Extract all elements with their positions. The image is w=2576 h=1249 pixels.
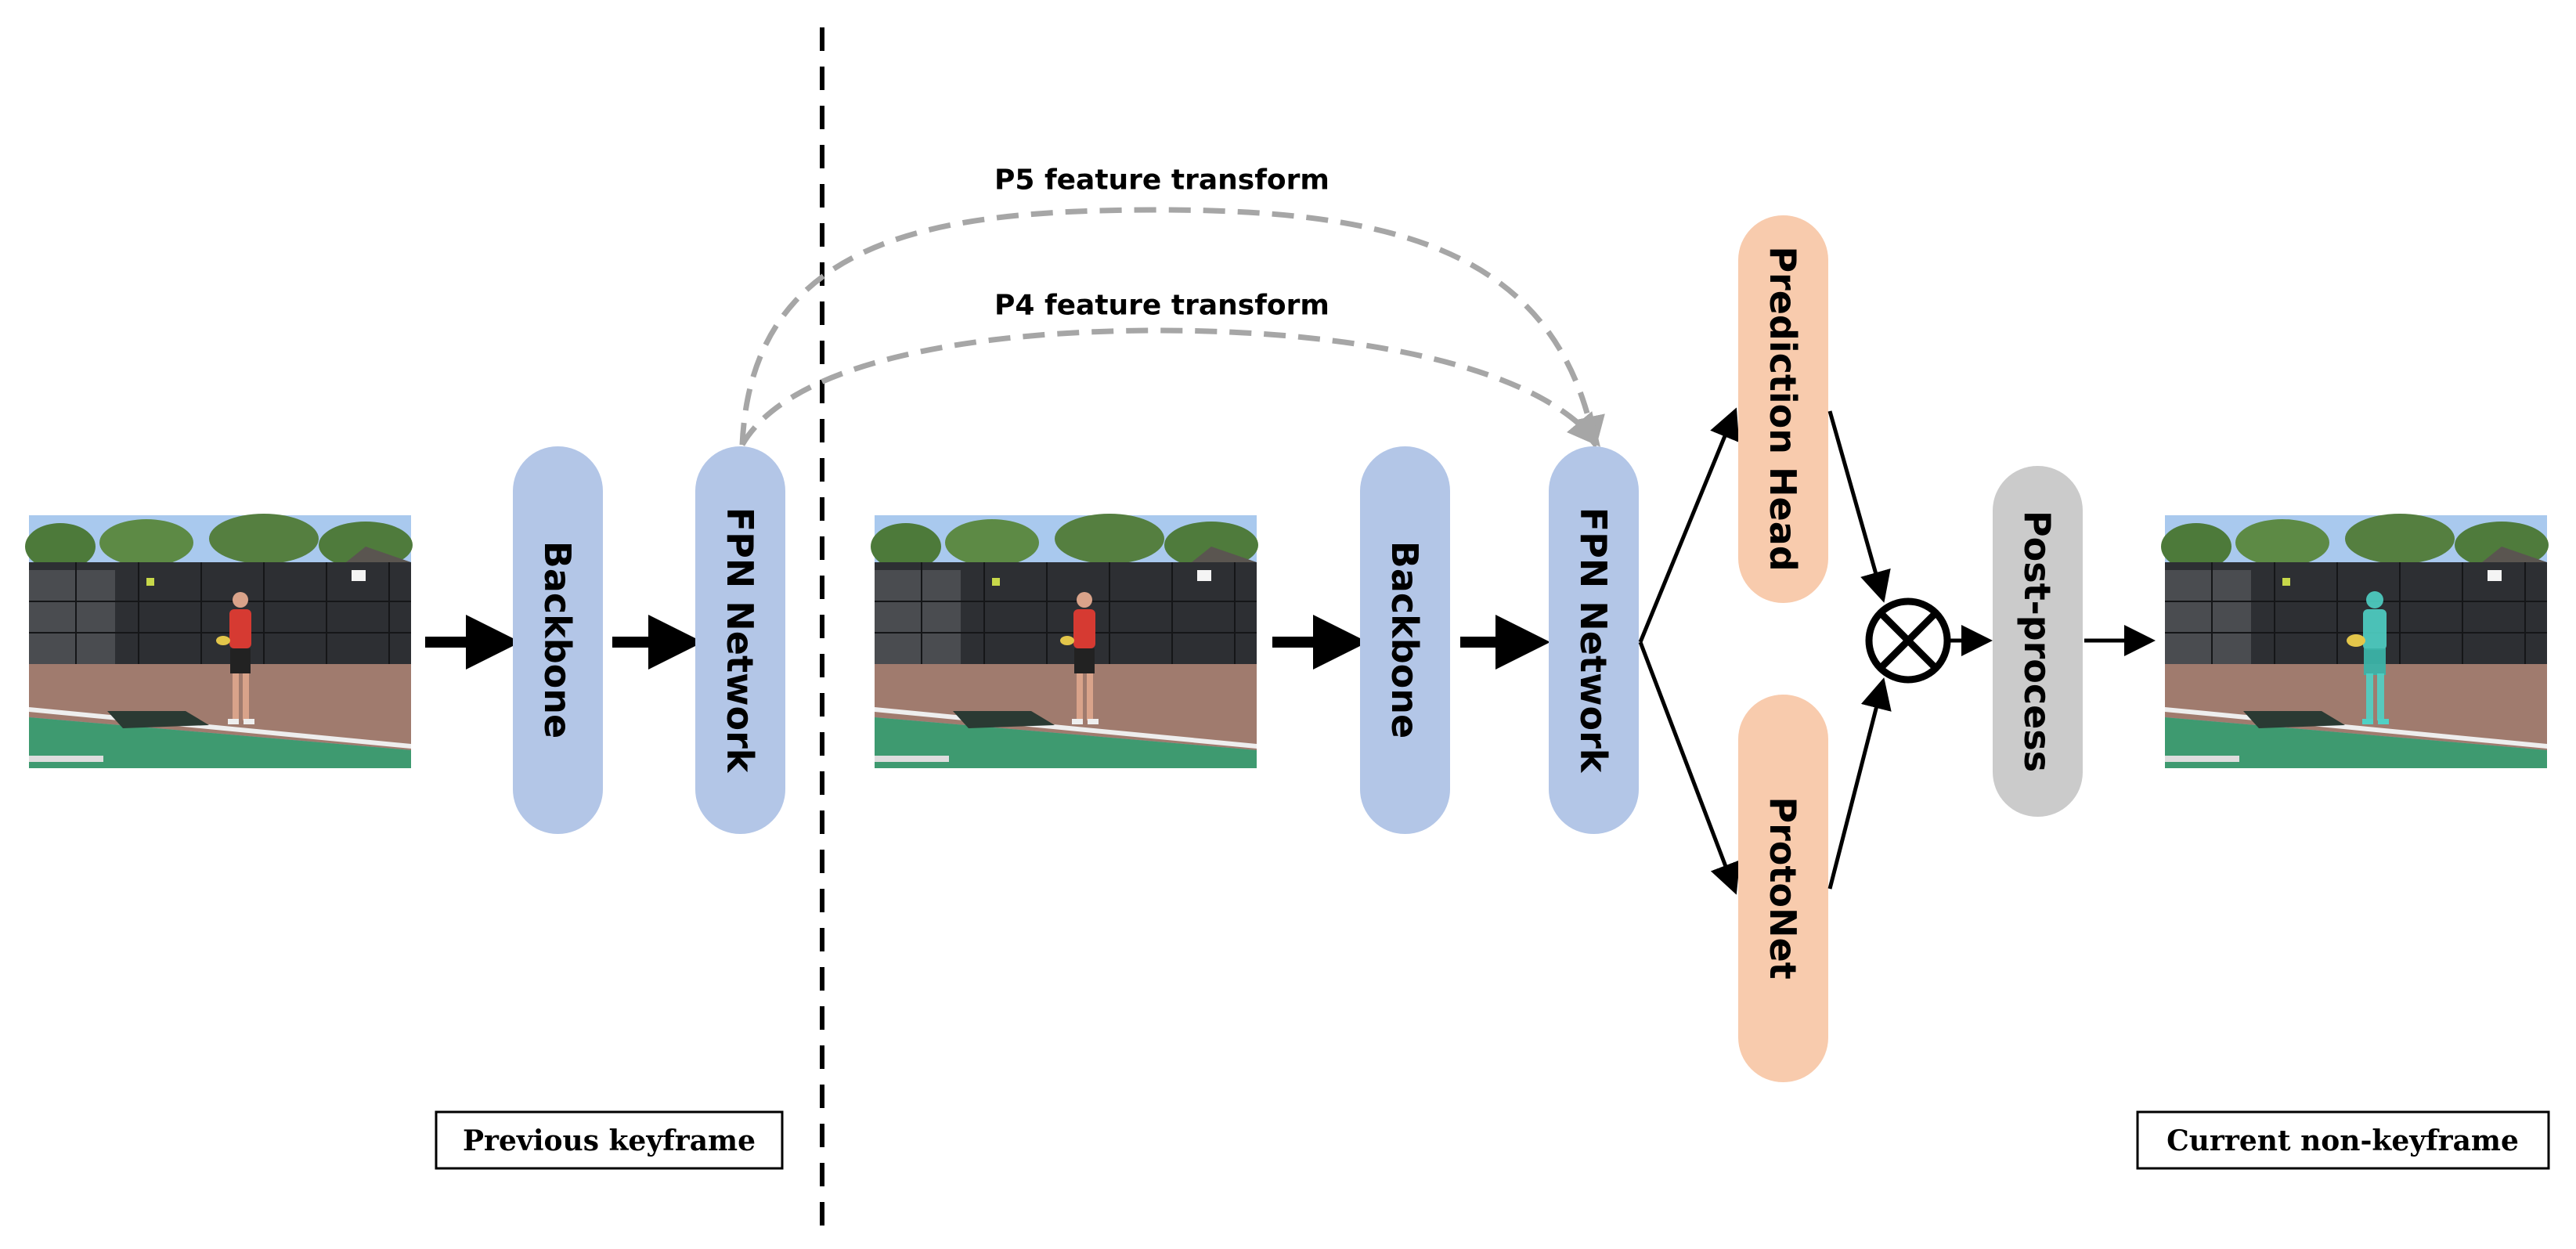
nonkeyframe-fpn-label: FPN Network: [1572, 507, 1615, 774]
arrow-prediction-head-to-combine: [1827, 410, 1891, 603]
keyframe-fpn-shape: [695, 446, 785, 834]
nonkeyframe-fpn-block: FPN Network: [1549, 446, 1639, 834]
circled-times-icon: [1865, 597, 1951, 684]
p4-transform-arrow: [739, 327, 1600, 447]
keyframe-input-image: [24, 513, 413, 769]
p5-transform-arrow: [739, 207, 1605, 449]
nonkeyframe-backbone-shape: [1360, 446, 1450, 834]
post-process-label: Post-process: [2016, 511, 2058, 772]
post-process-shape: [1993, 466, 2083, 817]
protonet-block: ProtoNet: [1738, 695, 1828, 1082]
arrow-fpn-to-prediction-head: [1638, 407, 1740, 643]
current-nonkeyframe-caption-box: Current non-keyframe: [2136, 1110, 2550, 1170]
p5-transform-label: P5 feature transform: [994, 164, 1329, 197]
current-nonkeyframe-caption: Current non-keyframe: [2167, 1124, 2519, 1157]
post-process-block: Post-process: [1993, 466, 2083, 817]
previous-keyframe-caption-box: Previous keyframe: [435, 1110, 784, 1170]
prediction-head-shape: [1738, 215, 1828, 603]
keyframe-backbone-label: Backbone: [536, 541, 579, 738]
prediction-head-block: Prediction Head: [1738, 215, 1828, 603]
keyframe-fpn-block: FPN Network: [695, 446, 785, 834]
nonkeyframe-backbone-block: Backbone: [1360, 446, 1450, 834]
segmentation-mask: [2347, 591, 2389, 724]
output-segmented-image: [2160, 513, 2549, 769]
nonkeyframe-fpn-shape: [1549, 446, 1639, 834]
prediction-head-label: Prediction Head: [1762, 246, 1804, 571]
keyframe-fpn-label: FPN Network: [719, 507, 761, 774]
previous-keyframe-caption: Previous keyframe: [463, 1124, 756, 1157]
arrow-protonet-to-combine: [1827, 677, 1892, 890]
arrow-fpn-to-protonet: [1638, 641, 1741, 895]
protonet-label: ProtoNet: [1762, 796, 1804, 979]
keyframe-backbone-block: Backbone: [513, 446, 603, 834]
protonet-shape: [1738, 695, 1828, 1082]
p4-transform-label: P4 feature transform: [994, 290, 1329, 322]
nonkeyframe-backbone-label: Backbone: [1384, 541, 1426, 738]
keyframe-backbone-shape: [513, 446, 603, 834]
nonkeyframe-input-image: [870, 513, 1259, 769]
